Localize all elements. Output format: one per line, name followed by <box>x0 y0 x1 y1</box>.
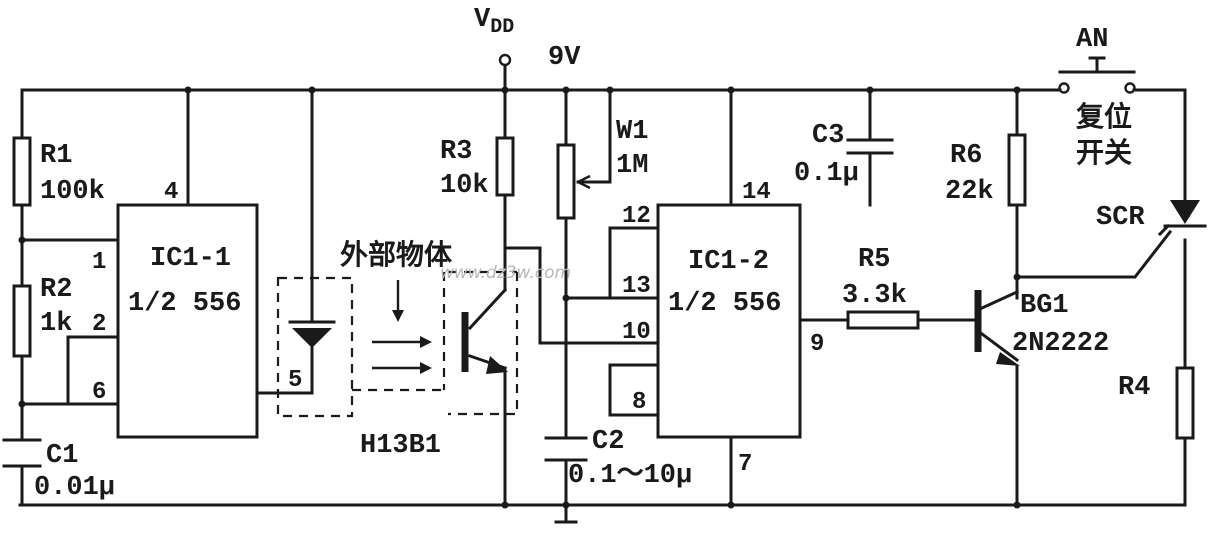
ic1-block: IC1-1 1/2 556 4 1 2 6 5 <box>92 179 302 439</box>
c2-name: C2 <box>592 427 624 457</box>
ic2-block: IC1-2 1/2 556 14 12 13 10 8 9 7 <box>622 179 824 478</box>
ic2-name: IC1-2 <box>688 247 769 277</box>
bg1-name: BG1 <box>1020 291 1069 321</box>
bg1-part: 2N2222 <box>1012 329 1109 359</box>
ic2-type: 1/2 556 <box>668 289 781 319</box>
resistor-r4: R4 <box>1118 366 1195 440</box>
resistor-r3: R3 10k <box>440 136 515 201</box>
ic2-pin-14: 14 <box>742 179 771 206</box>
r5-value: 3.3k <box>842 281 907 311</box>
ic2-pin-13: 13 <box>622 273 651 300</box>
wires <box>18 64 1187 524</box>
r6-name: R6 <box>950 141 982 171</box>
ic1-name: IC1-1 <box>150 244 231 274</box>
opto-object-label: 外部物体 <box>340 238 453 271</box>
c1-value: 0.01μ <box>34 473 115 503</box>
scr-thyristor: SCR <box>1096 200 1207 237</box>
c3-name: C3 <box>812 121 844 151</box>
ic1-pin-1: 1 <box>92 249 106 276</box>
r5-name: R5 <box>858 245 890 275</box>
opto-part: H13B1 <box>360 431 441 461</box>
ic2-pin-9: 9 <box>810 331 824 358</box>
resistor-r5: R5 3.3k <box>842 245 920 330</box>
ic1-pin-6: 6 <box>92 379 106 406</box>
ic2-pin-10: 10 <box>622 319 651 346</box>
switch-label-2: 开关 <box>1076 136 1132 169</box>
r3-name: R3 <box>440 137 472 167</box>
switch-name: AN <box>1076 25 1108 55</box>
capacitor-c2: C2 0.1～10μ <box>544 427 692 491</box>
vdd-label: VDD <box>474 5 514 39</box>
phototransistor-icon <box>461 287 508 374</box>
junction-dots <box>18 86 1021 509</box>
optocoupler-h13b1: 外部物体 H13B1 <box>276 238 519 461</box>
ic1-pin-5: 5 <box>288 367 302 394</box>
w1-name: W1 <box>616 117 648 147</box>
c3-value: 0.1μ <box>794 159 859 189</box>
ic1-pin-2: 2 <box>92 311 106 338</box>
ic1-pin-4: 4 <box>164 179 178 206</box>
led-icon <box>288 320 336 348</box>
resistor-r2: R2 1k <box>12 275 72 358</box>
transistor-bg1: BG1 2N2222 <box>974 290 1109 366</box>
c2-value: 0.1～10μ <box>568 461 692 491</box>
r6-value: 22k <box>945 177 994 207</box>
ic1-type: 1/2 556 <box>128 289 241 319</box>
resistor-r6: R6 22k <box>945 133 1027 207</box>
capacitor-c1: C1 0.01μ <box>2 438 115 503</box>
r1-name: R1 <box>40 141 72 171</box>
object-arrow-icon <box>392 280 404 322</box>
scr-label: SCR <box>1096 203 1145 233</box>
r2-name: R2 <box>40 275 72 305</box>
resistor-r1: R1 100k <box>12 136 105 207</box>
ic2-pin-8: 8 <box>632 389 646 416</box>
c1-name: C1 <box>46 441 78 471</box>
reset-switch: AN 复位 开关 <box>1058 25 1136 169</box>
watermark: www.dz3w.com <box>440 263 571 283</box>
vdd-terminal: VDD 9V <box>474 5 581 73</box>
r2-value: 1k <box>40 309 72 339</box>
ic2-pin-12: 12 <box>622 203 651 230</box>
potentiometer-w1: W1 1M <box>556 117 648 220</box>
switch-label-1: 复位 <box>1076 100 1132 133</box>
ic2-pin-7: 7 <box>738 451 752 478</box>
capacitor-c3: C3 0.1μ <box>794 121 894 189</box>
light-arrow-icon <box>372 336 432 374</box>
r3-value: 10k <box>440 171 489 201</box>
w1-value: 1M <box>616 151 648 181</box>
r4-name: R4 <box>1118 373 1150 403</box>
r1-value: 100k <box>40 177 105 207</box>
supply-voltage: 9V <box>548 43 581 73</box>
